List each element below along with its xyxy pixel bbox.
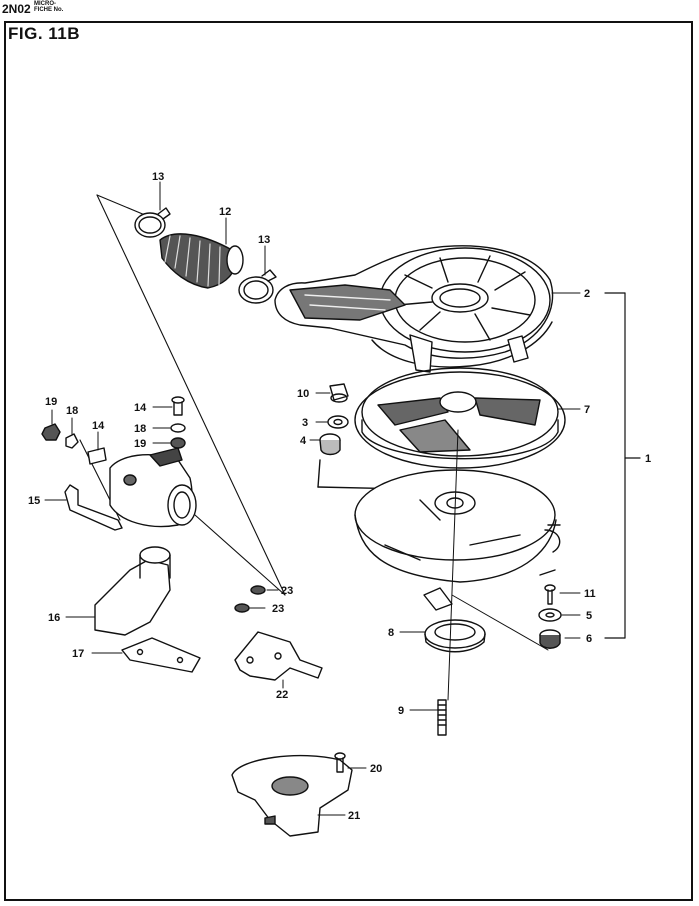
part-23-nut-lower <box>234 603 250 613</box>
callout-7: 7 <box>584 404 590 416</box>
callout-1: 1 <box>645 453 651 465</box>
callout-10: 10 <box>297 388 309 400</box>
part-14-bolt-left <box>87 447 107 465</box>
part-13-hose-clamp-lower <box>238 269 277 304</box>
callout-8: 8 <box>388 627 394 639</box>
part-18-washer-upper <box>170 423 186 433</box>
leader-lines <box>44 181 581 816</box>
part-4-grommet <box>319 433 341 456</box>
microfiche-label-line1: MICRO- <box>34 1 56 7</box>
callout-labels: 13 12 13 2 7 1 10 3 4 11 5 6 8 9 14 18 1… <box>28 171 651 822</box>
part-7-air-cleaner-element <box>354 367 566 469</box>
part-18-washer-left <box>65 433 79 449</box>
callout-12: 12 <box>219 206 231 218</box>
part-13-hose-clamp-upper <box>134 207 171 238</box>
callout-19-upper: 19 <box>134 438 146 450</box>
part-11-bolt <box>544 584 556 605</box>
callout-18-left: 18 <box>66 405 78 417</box>
part-12-intake-bellows <box>159 233 244 289</box>
part-15-bracket <box>64 484 123 531</box>
assembly-bracket <box>604 292 641 639</box>
part-16-duct <box>94 546 171 636</box>
part-14-bolt-upper <box>171 396 185 416</box>
callout-19-left: 19 <box>45 396 57 408</box>
microfiche-label-line2: FICHE No. <box>34 7 64 13</box>
part-20-bolt <box>334 752 346 773</box>
part-21-lower-cover <box>231 754 353 837</box>
callout-23-upper: 23 <box>281 585 293 597</box>
part-8-seal-ring <box>424 619 486 653</box>
callout-17: 17 <box>72 648 84 660</box>
figure-title: FIG. 11B <box>8 24 81 43</box>
callout-13-upper: 13 <box>152 171 164 183</box>
part-5-washer <box>538 608 562 622</box>
air-cleaner-lower-case <box>354 469 561 611</box>
callout-2: 2 <box>584 288 590 300</box>
part-19-nut-upper <box>170 437 186 449</box>
callout-21: 21 <box>348 810 360 822</box>
callout-11: 11 <box>584 588 596 600</box>
callout-3: 3 <box>302 417 308 429</box>
part-6-grommet <box>539 629 561 649</box>
part-10-bolt-cap <box>329 383 349 403</box>
part-17-plate <box>121 637 201 673</box>
callout-6: 6 <box>586 633 592 645</box>
callout-20: 20 <box>370 763 382 775</box>
part-3-washer <box>327 415 349 429</box>
callout-23-lower: 23 <box>272 603 284 615</box>
callout-14-upper: 14 <box>134 402 147 414</box>
microfiche-label: MICRO- FICHE No. <box>34 1 63 13</box>
callout-13-lower: 13 <box>258 234 270 246</box>
center-stud-line <box>447 429 459 701</box>
part-19-nut-left <box>41 423 61 441</box>
callout-4: 4 <box>300 435 307 447</box>
figure-frame <box>4 21 693 901</box>
part-22-bracket <box>234 631 323 681</box>
part-23-nut-upper <box>250 585 266 595</box>
part-9-stud-bolt <box>437 699 447 736</box>
part-canister-body <box>109 447 197 528</box>
callout-9: 9 <box>398 705 404 717</box>
callout-18-upper: 18 <box>134 423 146 435</box>
leader-line-4-lower <box>317 459 321 488</box>
callout-16: 16 <box>48 612 60 624</box>
part-2-air-cleaner-upper-case <box>274 245 554 373</box>
microfiche-code: 2N02 <box>2 2 31 16</box>
callout-22: 22 <box>276 689 288 701</box>
callout-15: 15 <box>28 495 40 507</box>
callout-5: 5 <box>586 610 592 622</box>
callout-14-left: 14 <box>92 420 105 432</box>
leader-line-6 <box>451 594 549 651</box>
